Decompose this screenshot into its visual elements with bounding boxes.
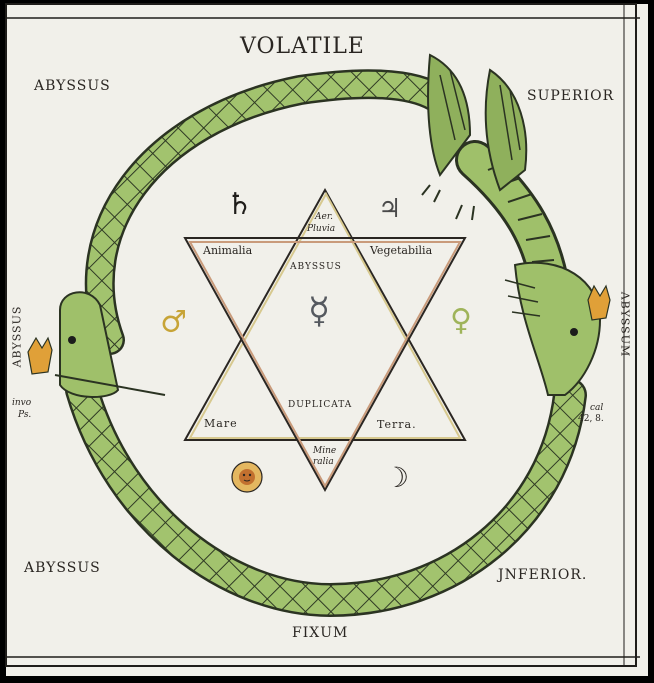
mercury-icon: ☿ [308, 291, 331, 332]
label-abyssus-left-side: ABYSSUS [10, 305, 24, 368]
star-top-tip-2: Pluvia [307, 224, 336, 234]
label-abyssus-top-left: ABYSSUS [34, 78, 111, 94]
right-crown [587, 284, 611, 321]
label-superior: SUPERIOR [527, 88, 615, 104]
ouroboros-serpent [65, 53, 587, 618]
left-note-1: invo [12, 398, 32, 408]
hexagram [183, 187, 467, 493]
star-top-tip-1: Aer. [315, 212, 333, 222]
moon-icon: ☽ [384, 461, 410, 494]
star-lower-left: Mare [204, 417, 238, 430]
right-note-2: 42, 8. [578, 414, 604, 424]
label-fixum: FIXUM [292, 625, 349, 641]
sun-icon [231, 461, 263, 493]
star-bottom-tip-1: Mine [313, 446, 337, 456]
star-upper-left: Animalia [203, 244, 253, 257]
saturn-icon: ♄ [226, 187, 253, 222]
mars-icon: ♂ [160, 305, 187, 340]
right-dragon-head [504, 261, 611, 396]
left-serpent-head [27, 291, 166, 398]
venus-icon: ♀ [450, 303, 472, 338]
label-volatile: VOLATILE [240, 34, 365, 59]
right-note-1: cal [590, 403, 604, 413]
jupiter-icon: ♃ [378, 194, 402, 224]
frame-border [5, 3, 637, 667]
star-lower-right: Terra. [377, 418, 417, 431]
star-center-bottom: DUPLICATA [288, 400, 353, 410]
star-upper-right: Vegetabilia [370, 244, 433, 257]
star-bottom-tip-2: ralia [313, 457, 334, 467]
label-abyssum-right-side: ABYSSUM [618, 291, 632, 358]
label-abyssus-bottom-left: ABYSSUS [24, 560, 101, 576]
left-note-2: Ps. [18, 410, 32, 420]
left-crown [27, 336, 53, 375]
star-center-top: ABYSSUS [290, 262, 342, 272]
label-inferior: JNFERIOR. [498, 567, 588, 583]
